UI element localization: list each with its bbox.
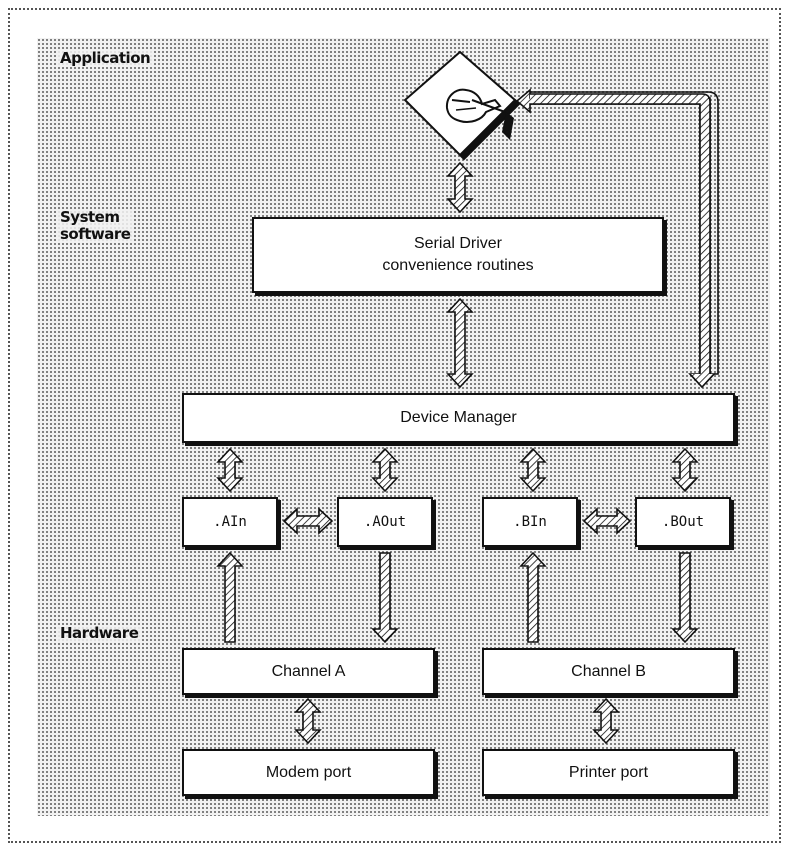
layer-label-application: Application [58, 49, 153, 67]
bent-return-arrow [515, 88, 719, 389]
channel-a-box: Channel A [182, 648, 435, 695]
layer-label-hardware: Hardware [58, 624, 141, 642]
a-in-driver-box: .AIn [182, 497, 278, 547]
vertical-arrows [216, 161, 699, 745]
b-out-driver-box: .BOut [635, 497, 731, 547]
data-flow-arrows [216, 551, 699, 644]
serial-driver-title: Serial Driver [413, 235, 502, 252]
device-manager-box: Device Manager [182, 393, 735, 443]
a-out-driver-box: .AOut [337, 497, 433, 547]
printer-port-box: Printer port [482, 749, 735, 796]
diagram-frame [8, 8, 781, 843]
channel-b-box: Channel B [482, 648, 735, 695]
b-in-driver-box: .BIn [482, 497, 578, 547]
serial-driver-subtitle: convenience routines [382, 257, 534, 274]
serial-driver-box: Serial Driver convenience routines [252, 217, 664, 293]
layer-label-system-software: System software [58, 208, 133, 243]
modem-port-box: Modem port [182, 749, 435, 796]
horizontal-arrows [282, 507, 632, 535]
application-diamond-hand-icon [403, 50, 521, 161]
